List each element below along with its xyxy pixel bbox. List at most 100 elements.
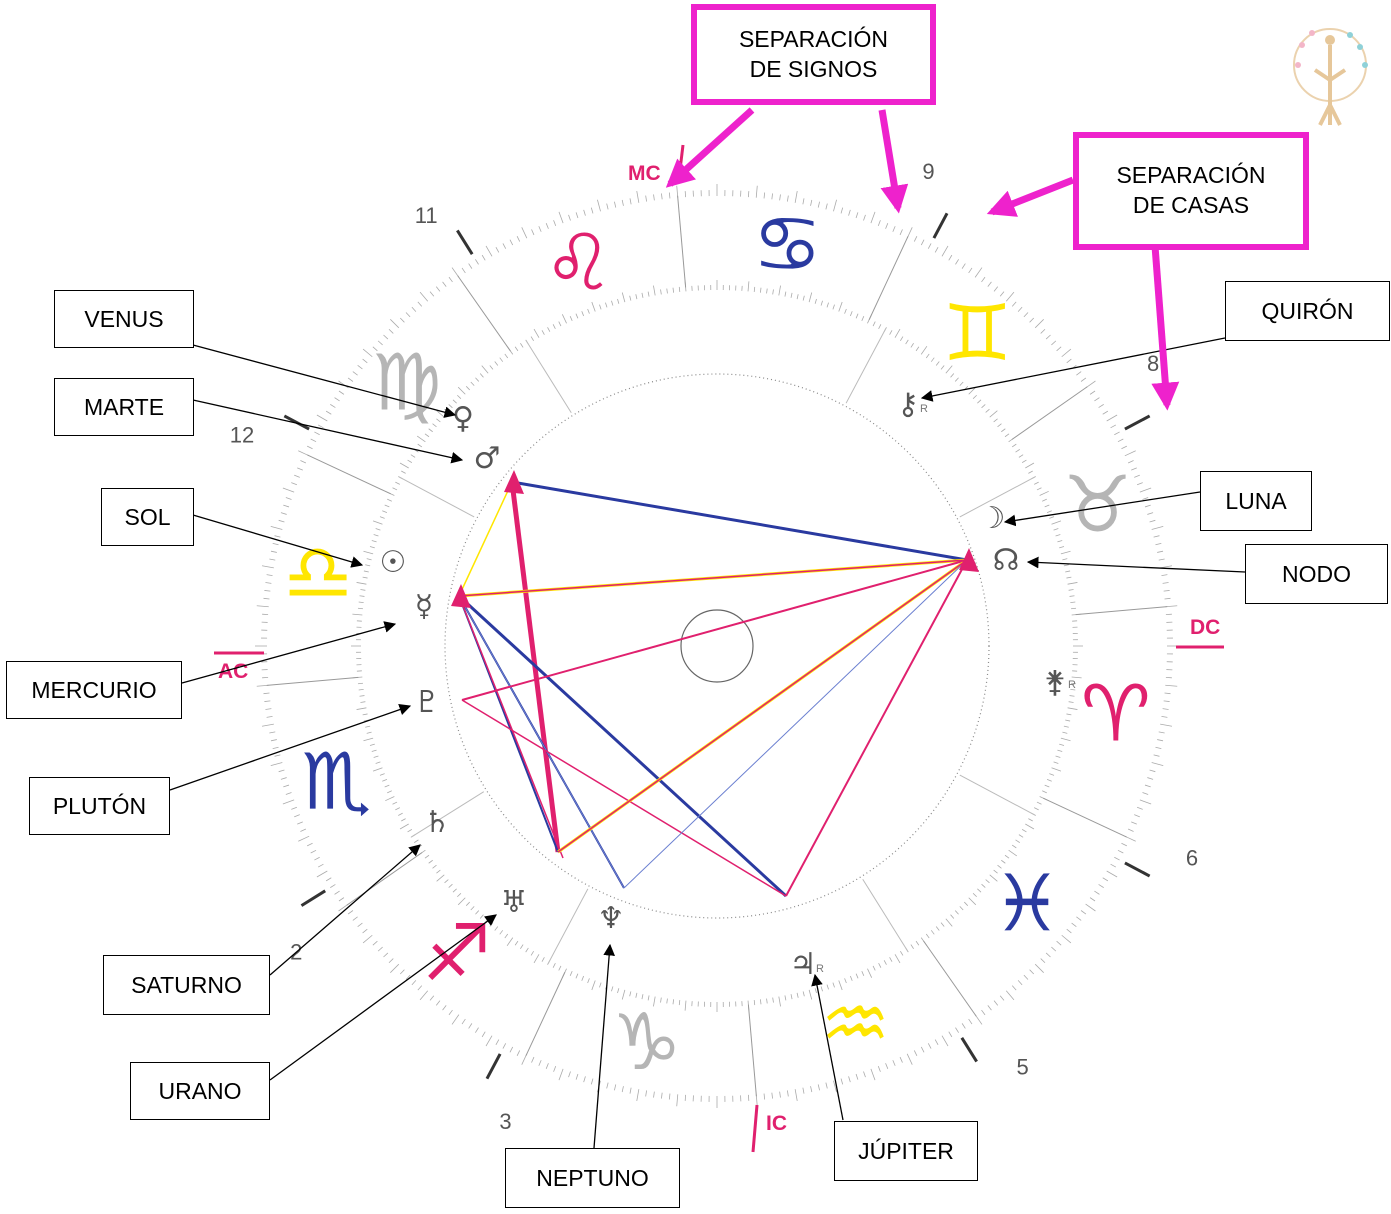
- tick-mark: [363, 570, 369, 573]
- tick-mark: [1068, 701, 1074, 703]
- tick-mark: [436, 869, 441, 874]
- tick-mark: [660, 289, 662, 295]
- tick-mark: [274, 754, 281, 757]
- tick-mark: [291, 806, 298, 810]
- tick-mark: [653, 194, 655, 201]
- tick-mark: [825, 1082, 828, 1089]
- tick-mark: [1134, 814, 1140, 818]
- tick-mark: [264, 700, 271, 702]
- tick-mark: [269, 558, 276, 561]
- tick-mark: [771, 1092, 773, 1099]
- tick-mark: [436, 418, 441, 423]
- tick-mark: [661, 1092, 663, 1099]
- tick-mark: [844, 308, 847, 314]
- tick-mark: [1164, 692, 1171, 695]
- casas-arrow-left: [986, 176, 1075, 217]
- sign-separator: [747, 1004, 757, 1097]
- tick-mark: [280, 777, 287, 780]
- tick-mark: [678, 286, 681, 292]
- tick-mark: [1069, 595, 1075, 597]
- tick-mark: [366, 731, 372, 734]
- tick-mark: [940, 365, 945, 370]
- tick-mark: [436, 874, 445, 882]
- cancer-icon: ♋: [752, 200, 822, 290]
- tick-mark: [270, 526, 283, 530]
- jupiter-icon: ♃: [790, 947, 817, 982]
- tick-mark: [1162, 708, 1169, 710]
- aries-icon: ♈: [1081, 669, 1151, 759]
- tick-mark: [417, 985, 423, 991]
- pluto-icon: ♇: [414, 685, 441, 720]
- tick-mark: [1147, 777, 1154, 780]
- tick-mark: [405, 974, 411, 980]
- tick-mark: [499, 930, 504, 935]
- tick-mark: [514, 346, 519, 352]
- tick-mark: [826, 984, 829, 990]
- tick-mark: [1004, 433, 1010, 438]
- planet-glyphs: ♀♂☉☿♇♄♅♆♃⚷☽☊⚵RRR: [380, 387, 1076, 982]
- tick-mark: [448, 883, 453, 888]
- tick-mark: [294, 814, 300, 818]
- tick-mark: [419, 990, 429, 1001]
- tick-mark: [1056, 346, 1062, 352]
- callout-casas-line1: SEPARACIÓN: [1116, 162, 1266, 189]
- tick-mark: [808, 292, 813, 303]
- tick-mark: [645, 195, 647, 202]
- tick-mark: [475, 377, 480, 382]
- tick-mark: [844, 978, 847, 984]
- tick-mark: [392, 487, 398, 491]
- tick-mark: [583, 1076, 586, 1083]
- tick-mark: [316, 414, 328, 422]
- tick-mark: [676, 1094, 679, 1107]
- nodo-leader: [1026, 556, 1246, 573]
- tick-mark: [533, 954, 540, 964]
- tick-mark: [779, 194, 781, 201]
- tick-mark: [1057, 749, 1063, 752]
- tick-mark: [934, 246, 939, 253]
- tick-mark: [457, 897, 466, 906]
- tick-mark: [855, 1073, 859, 1080]
- tick-mark: [398, 812, 403, 816]
- tick-mark: [1102, 410, 1109, 415]
- tick-mark: [961, 1023, 966, 1029]
- tick-mark: [867, 968, 873, 978]
- tick-mark: [314, 856, 320, 861]
- tick-mark: [587, 308, 590, 314]
- tick-mark: [545, 1063, 549, 1069]
- tick-mark: [504, 933, 509, 939]
- saturno-leader: [269, 844, 421, 976]
- tick-mark: [272, 746, 279, 749]
- tick-mark: [948, 1031, 953, 1038]
- aspect-line: [461, 699, 787, 897]
- tick-mark: [1021, 829, 1027, 833]
- tick-mark: [959, 906, 964, 911]
- tick-mark: [647, 291, 650, 297]
- sign-separator: [457, 275, 511, 352]
- tick-mark: [1066, 576, 1072, 579]
- tick-mark: [940, 922, 945, 927]
- signos-arrow-right: [878, 109, 909, 214]
- tick-mark: [772, 289, 774, 295]
- tick-mark: [399, 462, 409, 469]
- tick-mark: [629, 1087, 632, 1094]
- tick-mark: [1069, 695, 1075, 697]
- tick-mark: [989, 410, 998, 418]
- tick-mark: [283, 784, 290, 788]
- tick-mark: [352, 371, 358, 376]
- tick-mark: [1131, 467, 1137, 471]
- tick-mark: [359, 695, 365, 697]
- aspect-line: [623, 559, 968, 889]
- tick-mark: [935, 926, 940, 931]
- tick-mark: [1067, 707, 1078, 710]
- tick-mark: [668, 192, 671, 199]
- tick-mark: [778, 996, 781, 1007]
- moon-icon: ☽: [979, 501, 1006, 536]
- tick-mark: [878, 963, 882, 968]
- tick-mark: [387, 498, 392, 502]
- house-number: 8: [1147, 351, 1159, 376]
- tick-mark: [861, 316, 865, 321]
- tick-mark: [784, 995, 787, 1001]
- house-cusp-line: [398, 476, 475, 518]
- tick-mark: [1015, 839, 1020, 843]
- tick-mark: [362, 713, 368, 716]
